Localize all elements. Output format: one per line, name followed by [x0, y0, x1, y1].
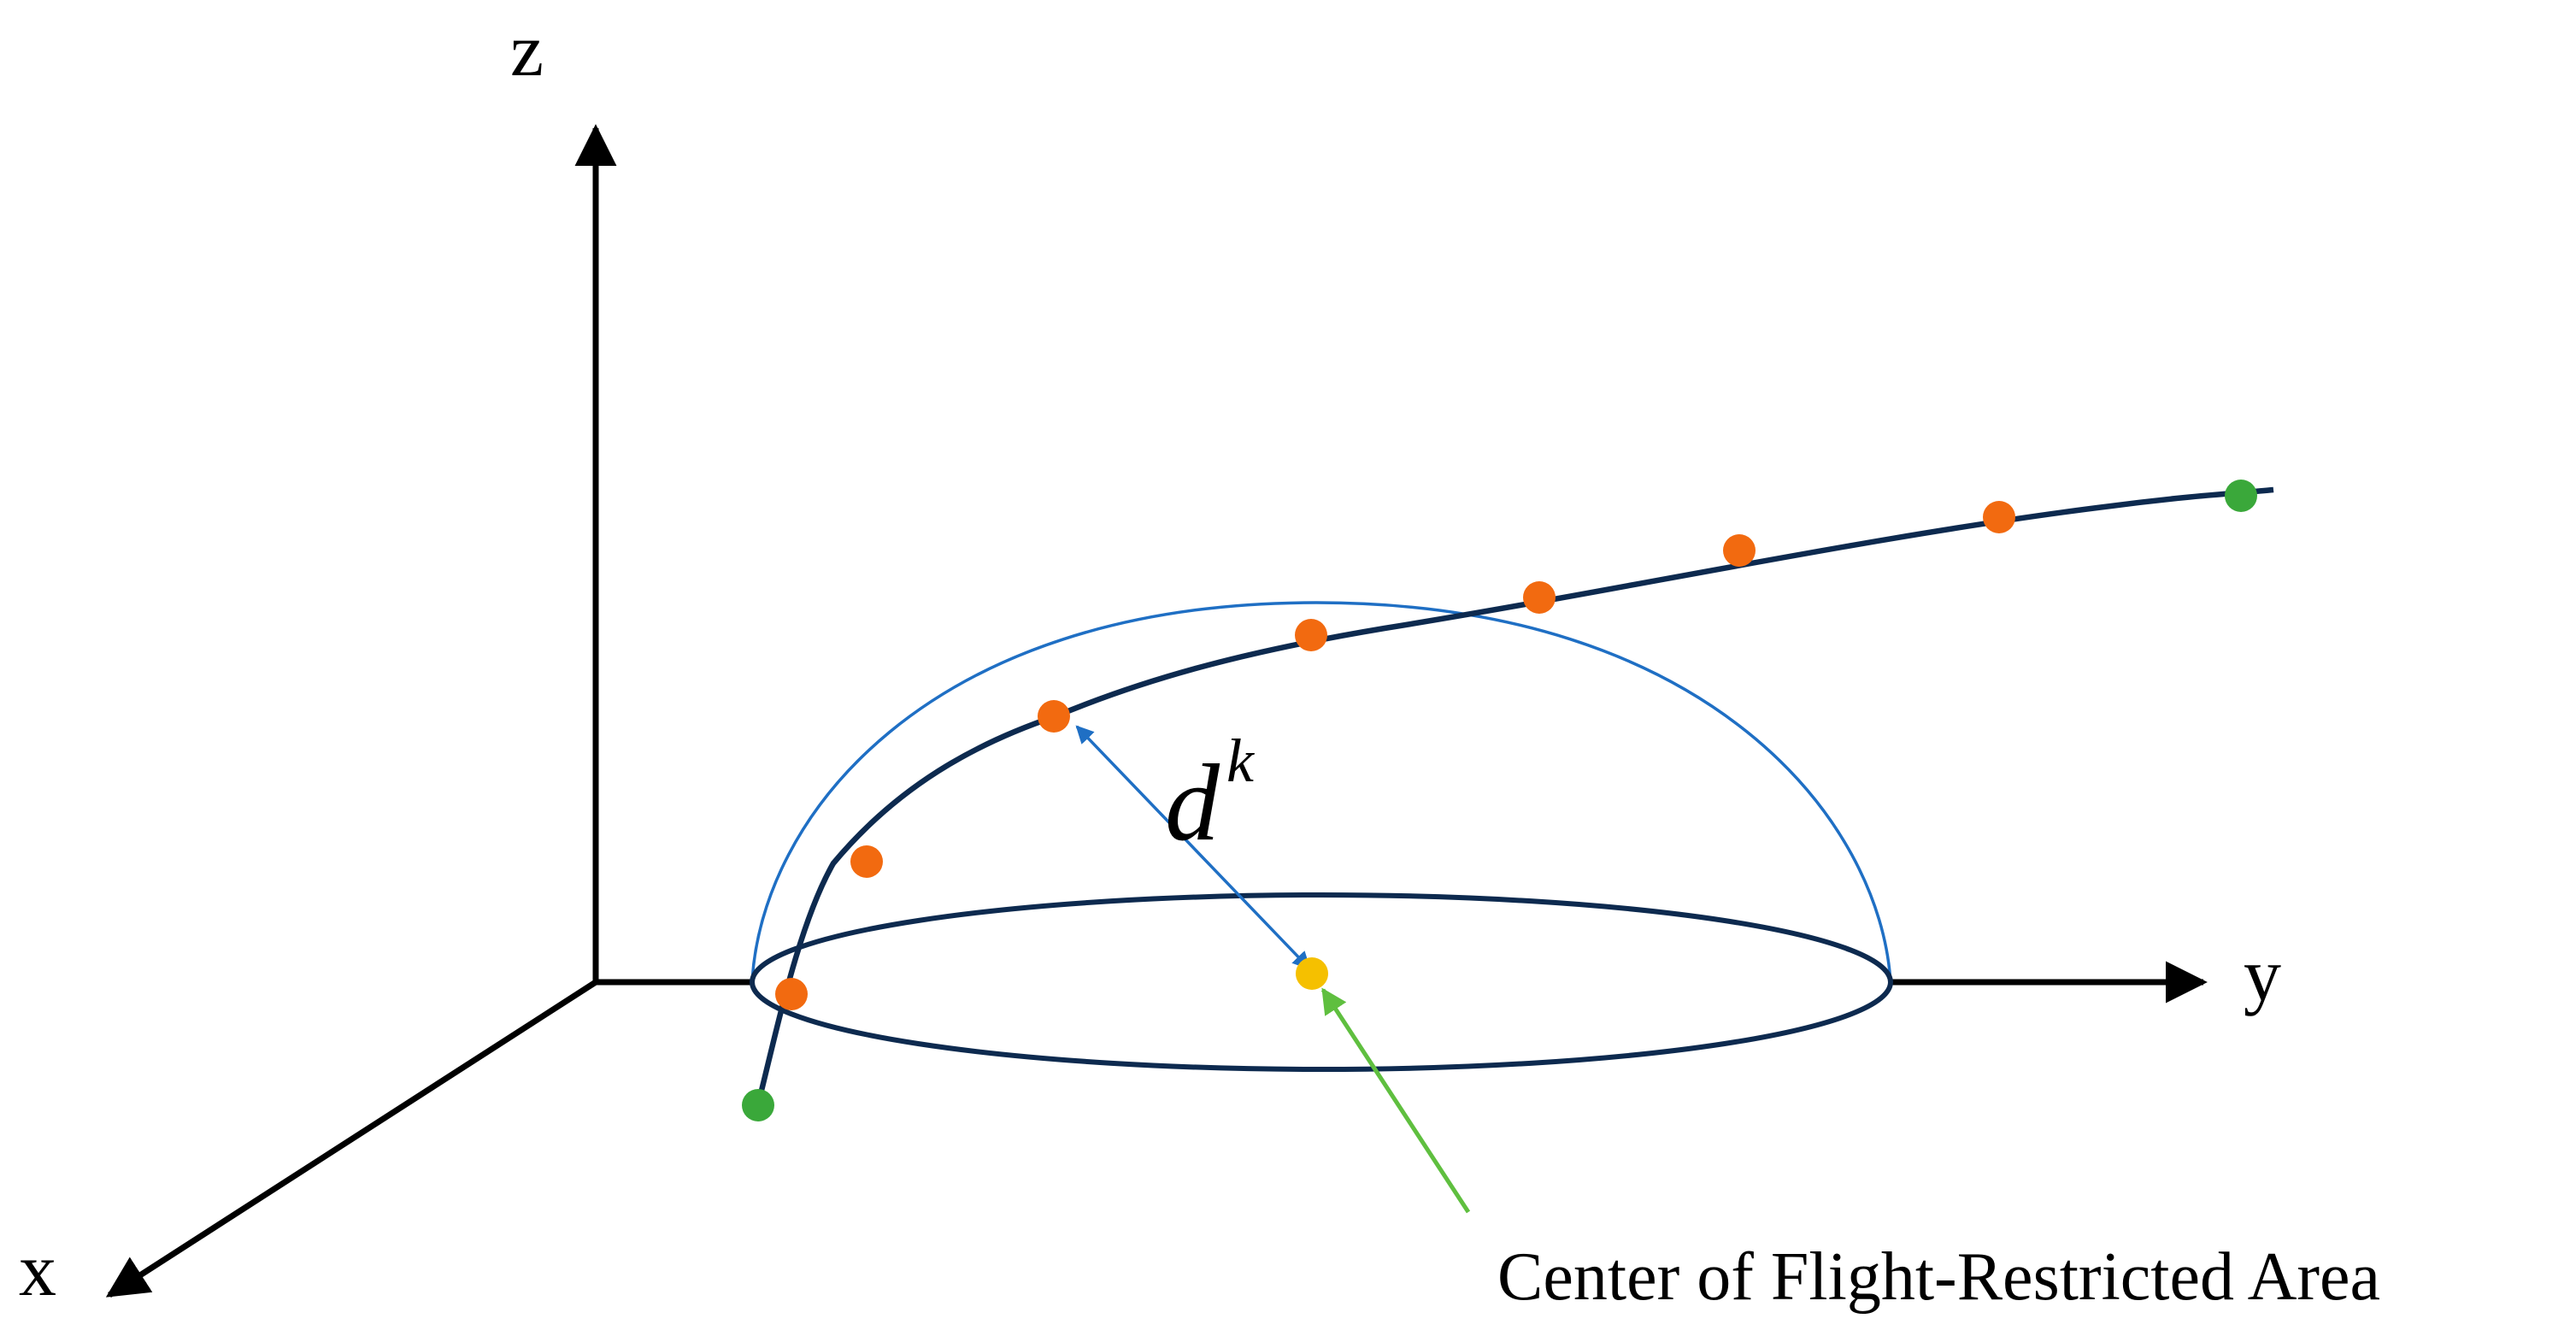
distance-label-base: d — [1165, 742, 1220, 863]
distance-label-superscript: k — [1226, 727, 1256, 795]
waypoint — [775, 978, 808, 1010]
waypoint — [1295, 619, 1327, 651]
waypoint — [1983, 501, 2015, 533]
y-axis-label: y — [2244, 934, 2281, 1017]
waypoint — [1523, 581, 1556, 614]
restricted-area-base-ellipse — [750, 892, 1893, 1072]
z-axis-label: z — [510, 9, 544, 92]
waypoint — [1723, 534, 1756, 567]
x-axis-label: x — [19, 1229, 56, 1312]
center-annotation-label: Center of Flight-Restricted Area — [1497, 1239, 2380, 1315]
flight-trajectory — [755, 486, 2274, 1105]
start-point — [742, 1089, 774, 1121]
restricted-area-center-point — [1296, 957, 1328, 990]
center-annotation-arrow — [1320, 987, 1471, 1214]
distance-arrow — [1075, 725, 1311, 970]
x-axis — [105, 980, 597, 1298]
end-point — [2225, 480, 2257, 512]
restricted-area-dome — [750, 601, 1892, 983]
waypoint — [1038, 700, 1070, 733]
waypoint — [850, 845, 883, 878]
